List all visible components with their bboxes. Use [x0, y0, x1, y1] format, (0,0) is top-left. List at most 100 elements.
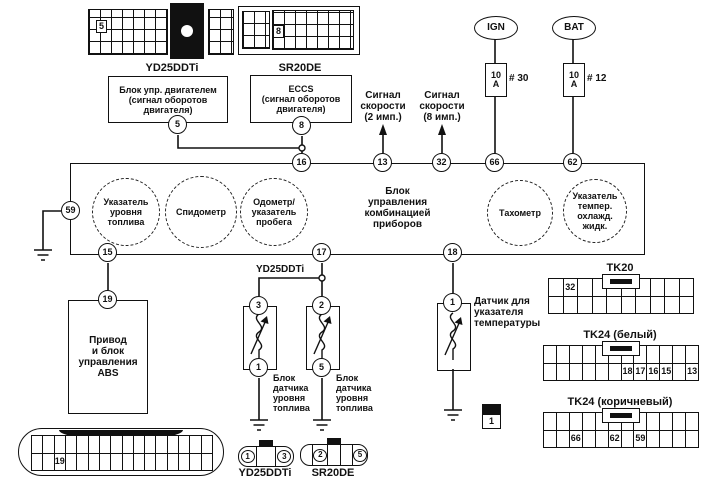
connector-cell: [673, 363, 687, 380]
connector-cell: [89, 453, 100, 470]
connector-cell: [544, 413, 557, 430]
connector-cell: [257, 447, 276, 466]
bat-terminal: BAT: [552, 16, 596, 40]
connector-cell: [55, 436, 66, 453]
connector-pin-marker: 8: [273, 25, 285, 38]
pin-32: 32: [432, 153, 451, 172]
ign-terminal: IGN: [474, 16, 518, 40]
pin-8-ecu: 8: [292, 116, 311, 135]
connector-cell: [578, 279, 593, 296]
gauge-speedometer: Спидометр: [165, 176, 237, 248]
connector-cell: [145, 436, 157, 453]
connector-cell: 3: [276, 447, 293, 466]
gauge-fuel-label: Указатель уровня топлива: [103, 197, 149, 227]
connector-grid: [272, 10, 354, 50]
connector-cell-number: 3: [277, 450, 292, 463]
connector-cell: [583, 413, 596, 430]
pin-13: 13: [373, 153, 392, 172]
connector-cell: 5: [352, 445, 367, 465]
caption-tk24-brown: TK24 (коричневый): [567, 396, 673, 408]
abs-connector-grid: 19: [31, 435, 213, 471]
connector-cell: [111, 436, 123, 453]
connector-cell: [660, 430, 674, 447]
sr20-sender-latch-icon: [327, 438, 341, 445]
connector-cell: [123, 436, 134, 453]
tk24-brown-latch-icon: [602, 408, 640, 423]
connector-cell: [593, 296, 607, 313]
connector-cell: [564, 296, 578, 313]
connector-cell: [190, 453, 202, 470]
abs-box-text: Привод и блок управления ABS: [78, 335, 138, 379]
connector-cell: 2: [313, 445, 329, 465]
connector-cell: [202, 436, 212, 453]
fuel-branch-caption: YD25DDTi: [256, 264, 305, 275]
connector-cell: [647, 430, 661, 447]
connector-cell: [636, 296, 651, 313]
connector-cell: [622, 430, 635, 447]
connector-cell: [32, 453, 44, 470]
connector-cell: [557, 413, 570, 430]
connector-module-icon: [170, 3, 204, 59]
fuse-bat-circuit: # 12: [587, 73, 607, 84]
pin-2-fuel-right: 2: [312, 296, 331, 315]
connector-cell: [665, 279, 680, 296]
pin-18: 18: [443, 243, 462, 262]
ecu-box-sr20: ECCS (сигнал оборотов двигателя): [250, 75, 352, 123]
connector-cell-number: 59: [635, 433, 646, 444]
pin-17: 17: [312, 243, 331, 262]
fuse-bat: 10 A: [563, 63, 585, 97]
connector-cell-number: 66: [570, 433, 581, 444]
connector-cell: [609, 363, 622, 380]
connector-cell: [622, 296, 636, 313]
connector-cell-number: 2: [313, 448, 328, 462]
connector-cell: [651, 279, 665, 296]
connector-cell: [549, 279, 564, 296]
pin-3-fuel-left: 3: [249, 296, 268, 315]
gauge-fuel: Указатель уровня топлива: [92, 178, 160, 246]
connector-cell: [89, 436, 100, 453]
connector-cell: 1: [239, 447, 258, 466]
connector-cell: [100, 436, 112, 453]
temp-connector-latch-icon: [483, 405, 500, 414]
connector-cell: [607, 296, 622, 313]
connector-cell: [134, 436, 146, 453]
ecu-box-yd25-text: Блок упр. двигателем (сигнал оборотов дв…: [119, 84, 217, 115]
connector-cell: [686, 413, 698, 430]
connector-cell-number: 13: [687, 366, 698, 377]
connector-cell: [557, 363, 570, 380]
pin-5-ecu: 5: [168, 115, 187, 134]
connector-cell: [583, 346, 596, 363]
connector-cell: [570, 363, 583, 380]
connector-cell-number: 32: [565, 281, 576, 292]
caption-sr20-sender: SR20DE: [311, 467, 355, 479]
temp-connector-icon: 1: [482, 404, 501, 429]
tk24-white-latch-icon: [602, 341, 640, 356]
connector-cell: [570, 413, 583, 430]
engine-connector-image-sr20de: 8: [238, 6, 360, 55]
connector-cell: 16: [647, 363, 661, 380]
connector-cell: [673, 413, 687, 430]
connector-cell: [583, 430, 596, 447]
connector-cell: [168, 436, 180, 453]
gauge-coolant-temp-label: Указатель темпер. охлажд. жидк.: [572, 191, 618, 231]
connector-cell: [43, 453, 55, 470]
gauge-coolant-temp: Указатель темпер. охлажд. жидк.: [563, 179, 627, 243]
connector-grid: [208, 9, 234, 55]
gauge-tachometer-label: Тахометр: [499, 208, 541, 218]
connector-cell: [647, 413, 661, 430]
connector-cell: [673, 346, 687, 363]
fuel-sender-right-label: Блок датчика уровня топлива: [336, 373, 373, 413]
connector-cell: [665, 296, 680, 313]
tk20-row-bottom: [549, 295, 693, 313]
connector-cell: [328, 445, 341, 465]
connector-cell-number: 17: [635, 366, 646, 377]
connector-cell: [156, 453, 168, 470]
cluster-title: Блок управления комбинацией приборов: [364, 186, 431, 230]
connector-cell: [544, 363, 557, 380]
connector-cell: 18: [622, 363, 635, 380]
